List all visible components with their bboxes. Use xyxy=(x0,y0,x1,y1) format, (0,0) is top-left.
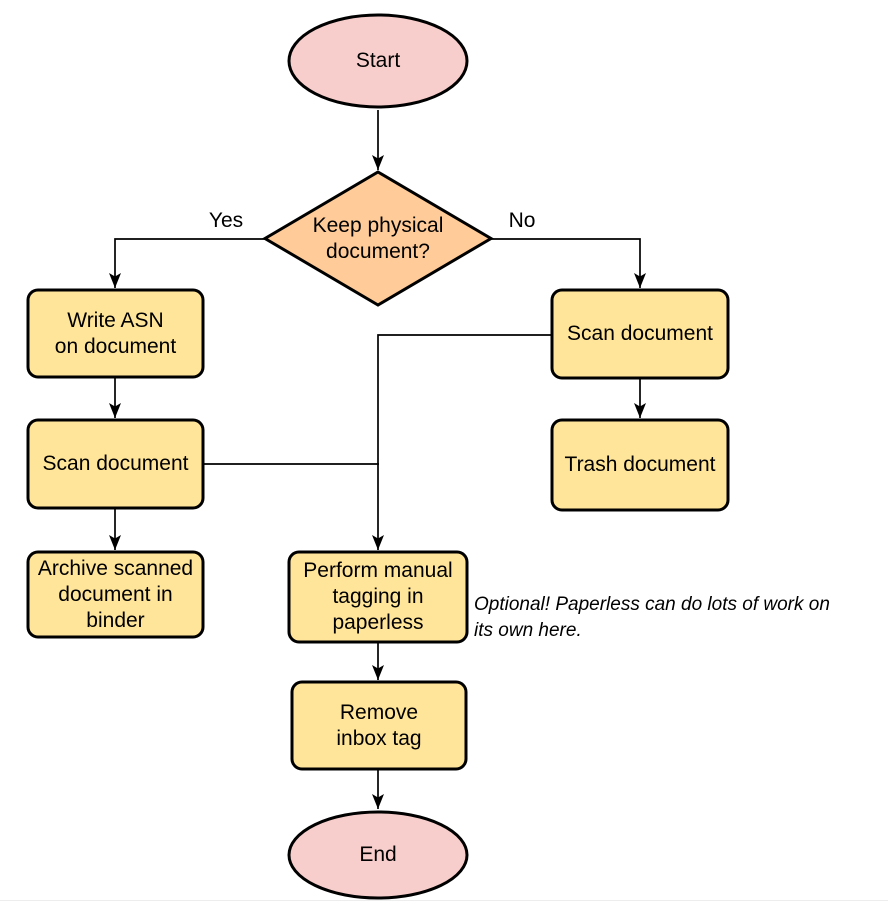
trash-shape xyxy=(550,418,730,512)
archive-shape xyxy=(26,550,205,639)
remove-inbox-shape xyxy=(290,680,468,771)
start-terminal-shape xyxy=(287,13,469,109)
no-branch-label: No xyxy=(508,209,536,232)
scan-left-shape xyxy=(26,418,205,510)
optional-note: Optional! Paperless can do lots of work … xyxy=(474,594,830,641)
end-terminal-shape xyxy=(287,810,469,900)
scan-right-shape xyxy=(550,288,730,380)
bottom-divider xyxy=(0,900,888,901)
yes-branch-label: Yes xyxy=(208,209,244,232)
edge-decision-yes xyxy=(109,238,265,288)
edge-scanright-to-tagging xyxy=(372,334,552,550)
decision-diamond-shape xyxy=(262,170,494,307)
tagging-shape xyxy=(287,550,469,644)
edge-decision-no xyxy=(491,238,646,288)
edges xyxy=(109,110,646,809)
nodes xyxy=(26,13,730,900)
write-asn-shape xyxy=(26,288,205,379)
